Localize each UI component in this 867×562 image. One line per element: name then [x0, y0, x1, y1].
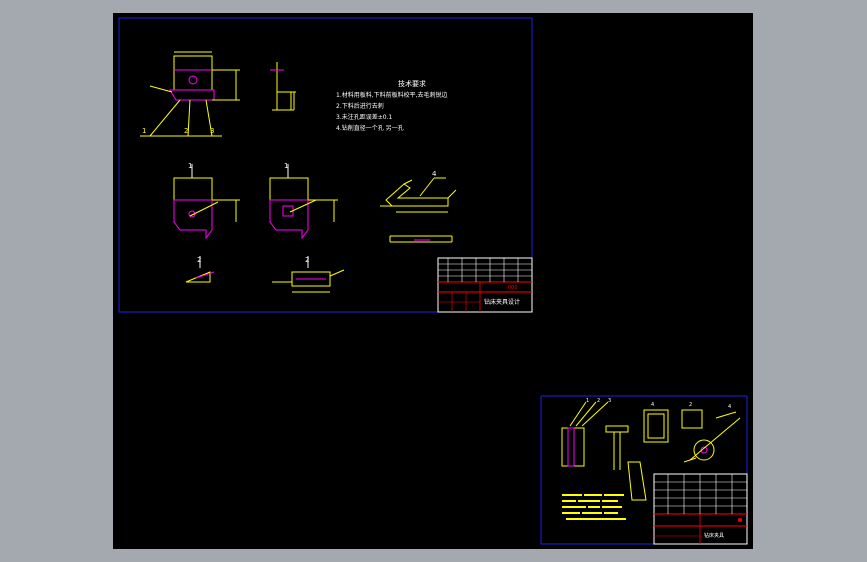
title-block	[437, 257, 533, 313]
view-label-2a: 2	[197, 256, 201, 264]
secondary-title-block	[653, 473, 748, 545]
part-label-1: 1	[142, 127, 146, 135]
title-block-drawing-name: 钻床夹具设计	[484, 298, 520, 306]
secondary-title-block-name: 钻床夹具	[704, 532, 724, 539]
secondary-part-label-4b: 4	[728, 404, 731, 410]
view-angled-bracket	[380, 177, 457, 243]
secondary-part-label-3: 3	[608, 398, 611, 404]
secondary-view-box	[643, 409, 703, 443]
main-drawing-sheet[interactable]: 1 2 3 技术要求 1.材料用板料,下料前板料校平,去毛刺锐边 2.下料后进行…	[118, 17, 533, 313]
title-block-red-mark: 000	[508, 285, 518, 291]
secondary-drawing-sheet[interactable]: 1 2 3 4 2 4	[540, 395, 748, 545]
note-line-1: 1.材料用板料,下料前板料校平,去毛刺锐边	[336, 91, 448, 99]
secondary-part-label-2b: 2	[689, 402, 692, 408]
secondary-view-round	[683, 411, 741, 463]
part-label-4: 4	[432, 170, 437, 178]
part-label-3: 3	[210, 127, 214, 135]
secondary-part-label-4: 4	[651, 402, 654, 408]
note-line-3: 3.未注孔距误差±0.1	[336, 113, 392, 121]
secondary-sheet-border	[540, 395, 748, 545]
secondary-part-label-1: 1	[586, 398, 589, 404]
view-side-bracket	[270, 62, 296, 111]
secondary-view-tee	[605, 425, 647, 501]
view-label-1a: 1	[188, 162, 192, 170]
secondary-view-column	[561, 401, 609, 467]
sheet-border-outer	[118, 17, 533, 313]
model-space-canvas	[113, 13, 753, 549]
view-small-wedge	[185, 256, 215, 283]
view-label-2b: 2	[305, 256, 309, 264]
note-line-2: 2.下料后进行去刺	[336, 102, 384, 110]
part-label-2: 2	[184, 127, 188, 135]
view-assembly-top-left	[140, 51, 240, 137]
view-label-1b: 1	[284, 162, 288, 170]
secondary-part-label-2: 2	[597, 398, 600, 404]
view-plate-right	[269, 164, 338, 240]
note-line-4: 4.钻削直径一个孔 另一孔	[336, 124, 404, 132]
view-small-block	[272, 256, 345, 293]
notes-title: 技术要求	[398, 79, 426, 88]
view-plate-left	[173, 164, 240, 240]
secondary-notes-block	[562, 494, 626, 520]
